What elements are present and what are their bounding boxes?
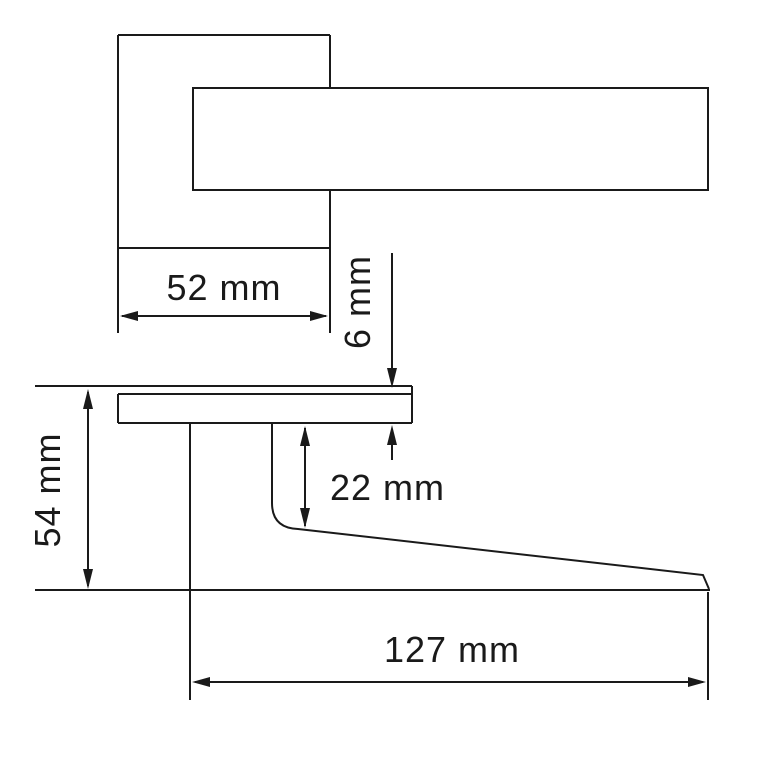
arrowhead-down-icon [387, 368, 397, 388]
dimension-rose-thickness: 6 mm [337, 253, 397, 460]
dimension-label-neck-depth: 22 mm [330, 467, 445, 508]
arrowhead-left-icon [192, 677, 210, 687]
dimension-neck-depth: 22 mm [300, 426, 445, 528]
arrowhead-down-icon [300, 508, 310, 528]
arrowhead-right-icon [310, 311, 328, 321]
top-view [117, 34, 709, 333]
arrowhead-up-icon [387, 425, 397, 445]
arrowhead-up-icon [83, 389, 93, 409]
dimension-lever-length: 127 mm [192, 592, 709, 700]
dimension-label-lever-length: 127 mm [384, 629, 520, 670]
dimension-rose-width: 52 mm [120, 267, 328, 321]
dimension-label-rose-thickness: 6 mm [337, 255, 378, 349]
dimension-handle-height: 54 mm [27, 389, 93, 589]
dimension-label-rose-width: 52 mm [166, 267, 281, 308]
dimension-label-handle-height: 54 mm [27, 432, 68, 547]
arrowhead-up-icon [300, 426, 310, 446]
side-view [35, 385, 710, 700]
arrowhead-left-icon [120, 311, 138, 321]
lever-outline-top-view [192, 87, 709, 191]
lever-profile-side-view [271, 423, 710, 590]
arrowhead-down-icon [83, 569, 93, 589]
arrowhead-right-icon [688, 677, 706, 687]
